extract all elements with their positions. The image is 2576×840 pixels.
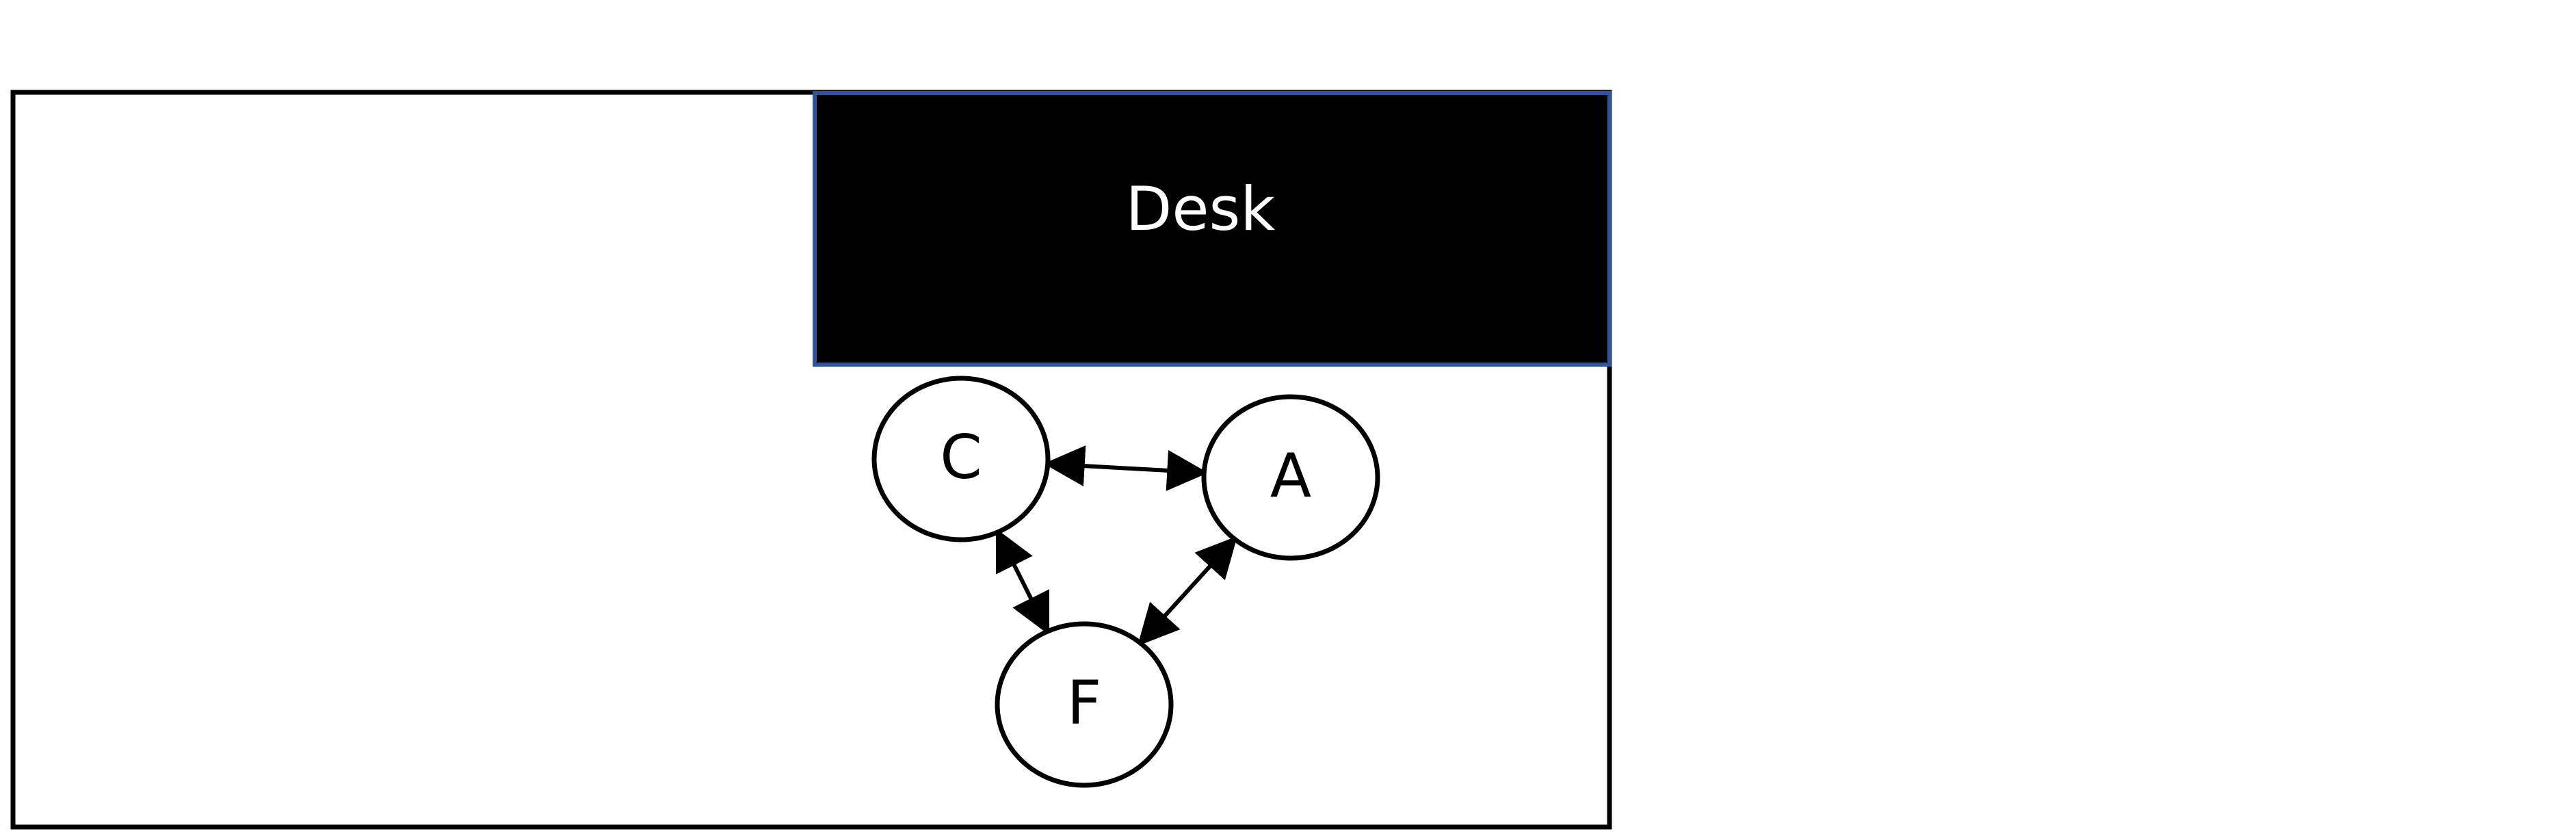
- node-a-circle: [1201, 394, 1380, 561]
- desk-rect: [813, 91, 1612, 367]
- nodes-layer: C A F: [871, 376, 1380, 788]
- node-a: A: [1201, 394, 1380, 561]
- room-outline: [10, 90, 1612, 830]
- edge-a-f: [1137, 536, 1238, 646]
- node-c: C: [871, 376, 1051, 542]
- edge-c-f: [995, 528, 1050, 635]
- desk-label: Desk: [1126, 174, 1276, 244]
- node-a-label: A: [1270, 441, 1311, 511]
- node-f: F: [995, 621, 1174, 788]
- edge-c-a: [1043, 445, 1209, 491]
- node-c-label: C: [940, 422, 982, 493]
- node-f-circle: [995, 621, 1174, 788]
- desk: Desk: [813, 91, 1612, 367]
- node-c-circle: [871, 376, 1051, 542]
- edges-layer: [995, 445, 1238, 646]
- node-f-label: F: [1067, 668, 1102, 738]
